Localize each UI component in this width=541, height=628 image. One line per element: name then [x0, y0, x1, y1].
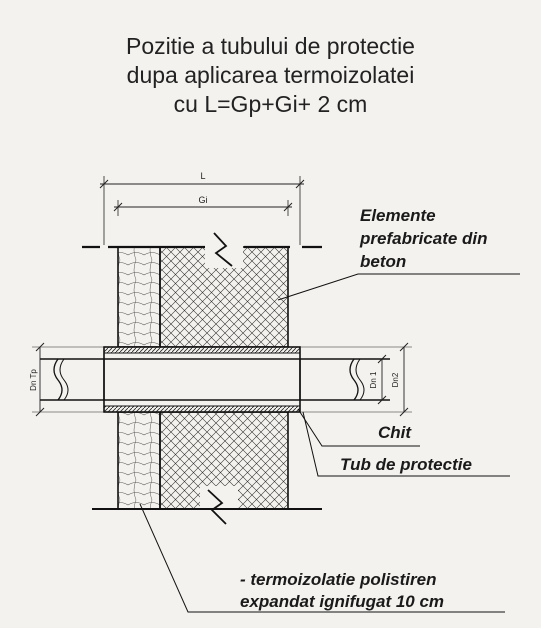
leader-chit — [297, 408, 420, 447]
dimension-dn-tp: Dn Tp — [29, 342, 104, 417]
dimension-Gi: Gi — [113, 195, 293, 216]
dim-label-dn1: Dn 1 — [369, 371, 378, 388]
label-chit: Chit — [378, 423, 412, 442]
leader-termoizolatie — [139, 503, 505, 613]
title-line-2: dupa aplicarea termoizolatei — [126, 62, 415, 88]
label-elemente-1: Elemente — [360, 206, 436, 225]
main-pipe — [40, 358, 390, 401]
insulation-lower — [117, 411, 161, 510]
dimension-dn1: Dn 1 — [369, 354, 387, 405]
leader-elemente — [277, 273, 520, 301]
dim-label-dn2: Dn2 — [391, 372, 400, 387]
dim-label-dn-tp: Dn Tp — [29, 369, 38, 391]
dim-label-Gi: Gi — [199, 195, 208, 205]
dimension-L: L — [99, 171, 305, 245]
label-elemente-2: prefabricate din — [359, 229, 488, 248]
dimension-dn2: Dn2 — [300, 342, 412, 417]
label-termo-2: expandat ignifugat 10 cm — [240, 592, 444, 611]
diagram-title: Pozitie a tubului de protectie dupa apli… — [0, 32, 541, 119]
leader-tub — [302, 411, 510, 477]
title-line-3: cu L=Gp+Gi+ 2 cm — [173, 91, 368, 117]
break-symbol-top — [205, 228, 243, 268]
dim-label-L: L — [200, 171, 205, 181]
protection-sleeve — [103, 346, 301, 413]
label-tub: Tub de protectie — [340, 455, 472, 474]
title-line-1: Pozitie a tubului de protectie — [126, 33, 415, 59]
break-symbol-bottom — [200, 486, 238, 526]
label-termo-1: - termoizolatie polistiren — [240, 570, 436, 589]
insulation-upper — [117, 246, 161, 348]
label-elemente-3: beton — [360, 252, 406, 271]
